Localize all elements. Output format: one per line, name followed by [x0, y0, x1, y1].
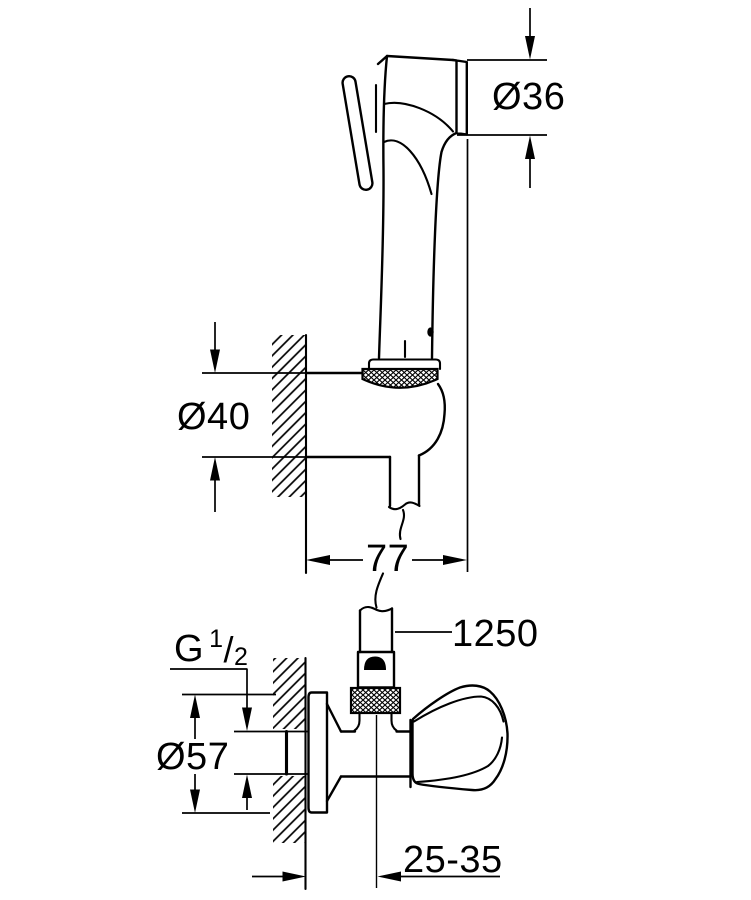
handle-button	[427, 327, 434, 337]
label-wall-distance: 25-35	[403, 839, 503, 881]
wall-section-lower	[273, 656, 307, 891]
wall-section-upper	[272, 333, 308, 575]
thread-numerator: 1	[209, 625, 224, 653]
head-contour-line	[382, 101, 455, 133]
valve-outlet-neck	[353, 711, 361, 732]
label-wall-projection: 77	[366, 538, 410, 580]
hose-break-curl	[398, 508, 405, 541]
dim-wall-projection	[306, 139, 469, 572]
label-rosette-diameter: Ø57	[156, 736, 230, 778]
shower-hose	[349, 572, 402, 732]
label-spray-head-diameter: Ø36	[492, 76, 566, 118]
dim-wall-distance	[252, 871, 500, 882]
holder-cap	[417, 382, 446, 457]
dim-rosette-diameter	[182, 693, 276, 814]
cone-nut-knurl	[361, 367, 439, 389]
thread-denominator: 2	[233, 643, 249, 671]
wall-rosette	[307, 691, 329, 814]
valve-handle	[411, 684, 509, 792]
spray-face	[451, 58, 468, 136]
thread-prefix: G	[174, 628, 205, 670]
dim-head-diameter	[457, 8, 547, 188]
hand-shower	[341, 54, 468, 389]
head-top-edge	[376, 54, 455, 66]
thread-slash: /	[223, 629, 234, 670]
label-hose-length: 1250	[452, 613, 539, 655]
dim-thread	[170, 668, 308, 810]
handle-facet-line	[415, 736, 504, 784]
handle-left-edge	[377, 54, 389, 360]
dim-holder-diameter	[202, 322, 306, 512]
head-contour-line	[382, 139, 433, 196]
hose-break-curl	[374, 572, 385, 609]
handle-right-edge	[430, 131, 458, 360]
valve-outlet-neck	[390, 711, 398, 732]
trigger-lever	[341, 74, 374, 192]
cone-collar	[367, 358, 442, 371]
angle-valve	[284, 684, 509, 814]
union-nut-knurl	[349, 686, 402, 715]
handle-facet-line	[412, 695, 505, 723]
connector-marking	[364, 656, 386, 670]
hose-break-edge	[358, 605, 394, 613]
rosette-cone	[325, 702, 343, 733]
rosette-cone	[325, 775, 343, 803]
hose-break-edge	[387, 501, 421, 511]
label-holder-diameter: Ø40	[177, 396, 251, 438]
wall-holder	[305, 371, 446, 541]
